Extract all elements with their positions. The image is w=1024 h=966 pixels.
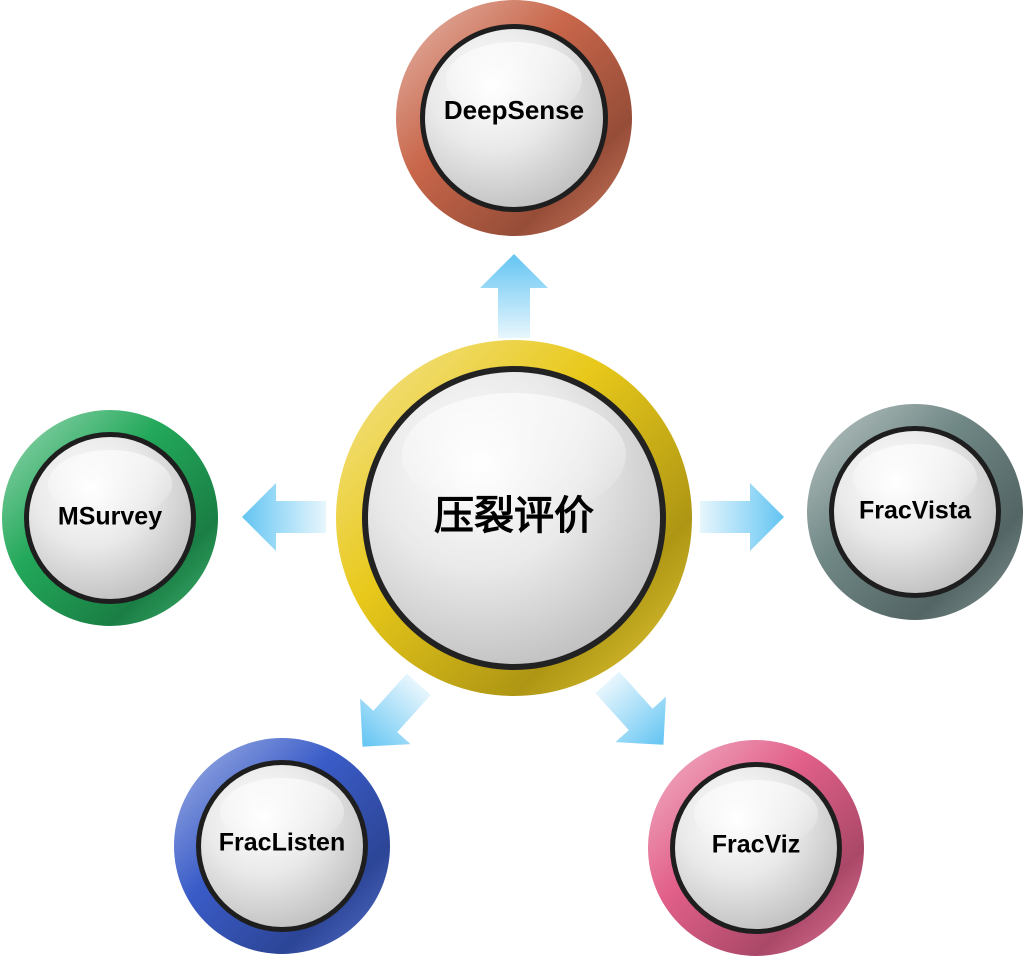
arrow-to-deepsense [480, 254, 548, 338]
arrow-to-fracviz [595, 671, 666, 745]
arrow-to-fraclisten [360, 673, 431, 747]
node-deepsense: DeepSense [396, 0, 632, 236]
center-node: 压裂评价 [336, 340, 692, 696]
fracvista-label: FracVista [859, 497, 972, 525]
node-fracviz: FracViz [648, 740, 864, 956]
node-msurvey: MSurvey [2, 410, 218, 626]
fraclisten-label: FracListen [219, 829, 345, 857]
arrows-group [242, 254, 784, 747]
deepsense-label: DeepSense [444, 95, 584, 125]
center-label: 压裂评价 [434, 493, 594, 539]
fracviz-label: FracViz [712, 831, 800, 859]
node-fraclisten: FracListen [174, 738, 390, 954]
msurvey-label: MSurvey [58, 503, 162, 531]
arrow-to-fracvista [700, 483, 784, 551]
node-fracvista: FracVista [807, 404, 1023, 620]
arrow-to-msurvey [242, 483, 326, 551]
